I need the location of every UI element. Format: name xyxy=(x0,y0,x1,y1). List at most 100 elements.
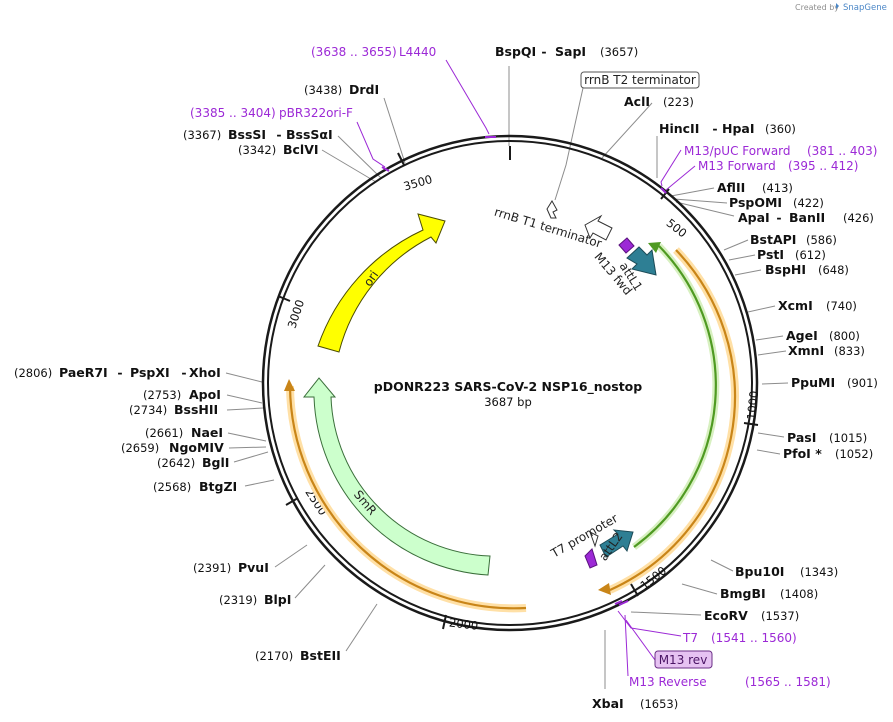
bsphi-leader xyxy=(734,269,762,276)
enzyme-aflii[interactable]: AflII (413) xyxy=(717,180,793,195)
m13-reverse-marker xyxy=(618,600,629,606)
svg-text:XmnI: XmnI xyxy=(788,343,824,358)
svg-text:AclI: AclI xyxy=(624,94,650,109)
enzyme-bclvi[interactable]: (3342) BclVI xyxy=(238,142,319,157)
svg-text:(360): (360) xyxy=(765,122,796,136)
enzyme-bpu10i[interactable]: Bpu10I (1343) xyxy=(735,564,838,579)
blpi-leader xyxy=(294,564,326,599)
svg-text:(740): (740) xyxy=(826,299,857,313)
bsteii-leader xyxy=(345,603,378,652)
svg-text:M13 Reverse: M13 Reverse xyxy=(629,675,707,689)
pfoi-leader xyxy=(756,449,781,455)
enzyme-xhoi[interactable]: (2806) PaeR7I - PspXI - XhoI xyxy=(14,365,221,380)
svg-text:NaeI: NaeI xyxy=(191,425,223,440)
enzyme-bsphi[interactable]: BspHI (648) xyxy=(765,262,849,277)
l4440-leader xyxy=(445,59,490,135)
enzyme-name: BspQI xyxy=(495,44,536,59)
svg-text:(3385 .. 3404): (3385 .. 3404) xyxy=(190,106,276,120)
svg-text:PspOMI: PspOMI xyxy=(729,195,782,210)
svg-text:BspHI: BspHI xyxy=(765,262,806,277)
svg-text:(2642): (2642) xyxy=(157,456,195,470)
svg-text:(1052): (1052) xyxy=(835,447,873,461)
primer-m13-forward[interactable]: M13 Forward (395 .. 412) xyxy=(698,159,858,173)
svg-text:-: - xyxy=(712,121,717,136)
enzyme-btgzi[interactable]: (2568) BtgZI xyxy=(153,479,237,494)
svg-text:-: - xyxy=(181,365,186,380)
rrnb-t2-label: rrnB T2 terminator xyxy=(584,73,696,87)
svg-text:BstEII: BstEII xyxy=(300,648,341,663)
enzyme-acli[interactable]: AclI (223) xyxy=(624,94,694,109)
backbone xyxy=(261,134,759,632)
svg-text:T7: T7 xyxy=(682,631,698,645)
enzyme-bspqi[interactable]: BspQI - SapI (3657) xyxy=(495,44,638,59)
enzyme-pvui[interactable]: (2391) PvuI xyxy=(193,560,269,575)
svg-text:(1408): (1408) xyxy=(780,587,818,601)
xmni-leader xyxy=(757,350,787,356)
created-by-text: Created by xyxy=(795,3,839,12)
svg-text:(413): (413) xyxy=(762,181,793,195)
svg-text:-: - xyxy=(276,127,281,142)
enzyme-naei[interactable]: (2661) NaeI xyxy=(145,425,223,440)
enzyme-apoi[interactable]: (2753) ApoI xyxy=(143,387,221,402)
svg-text:(1565 .. 1581): (1565 .. 1581) xyxy=(745,675,831,689)
enzyme-bgli[interactable]: (2642) BglI xyxy=(157,455,229,470)
enzyme-hincii[interactable]: HincII - HpaI (360) xyxy=(659,121,796,136)
enzyme-bsssi[interactable]: (3367) BssSI - BssSαI xyxy=(183,127,333,142)
pbr322ori-leader xyxy=(356,121,386,168)
green-arc xyxy=(631,242,720,550)
enzyme-ngomiv[interactable]: (2659) NgoMIV xyxy=(121,440,224,455)
svg-text:(2661): (2661) xyxy=(145,426,183,440)
svg-text:(381 .. 403): (381 .. 403) xyxy=(807,144,877,158)
enzyme-agei[interactable]: AgeI (800) xyxy=(786,328,860,343)
bgli-leader xyxy=(233,451,269,463)
primer-pbr322ori-f[interactable]: (3385 .. 3404) pBR322ori-F xyxy=(190,106,353,120)
tick-1000 xyxy=(743,422,759,426)
ori-feature: ori xyxy=(317,213,446,353)
enzyme-blpi[interactable]: (2319) BlpI xyxy=(219,592,291,607)
svg-text:(3342): (3342) xyxy=(238,143,276,157)
enzyme-ppumi[interactable]: PpuMI (901) xyxy=(791,375,878,390)
svg-text:(2753): (2753) xyxy=(143,388,181,402)
svg-text:(833): (833) xyxy=(834,344,865,358)
enzyme-pfoi[interactable]: PfoI * (1052) xyxy=(783,446,873,461)
enzyme-xbai[interactable]: XbaI (1653) xyxy=(592,696,678,711)
green-arc-head-icon xyxy=(648,242,661,253)
enzyme-pasi[interactable]: PasI (1015) xyxy=(787,430,867,445)
ngomiv-leader xyxy=(228,446,267,449)
svg-text:BssSI: BssSI xyxy=(228,127,266,142)
primer-m13-rev[interactable]: M13 rev xyxy=(654,650,713,669)
primer-m13-reverse[interactable]: M13 Reverse (1565 .. 1581) xyxy=(629,675,831,689)
enzyme-drdi[interactable]: (3438) DrdI xyxy=(304,82,379,97)
svg-text:PfoI *: PfoI * xyxy=(783,446,822,461)
enzyme-pspomi[interactable]: PspOMI (422) xyxy=(729,195,824,210)
svg-text:PaeR7I: PaeR7I xyxy=(59,365,108,380)
enzyme-leader-lines xyxy=(225,66,789,689)
svg-text:M13/pUC Forward: M13/pUC Forward xyxy=(684,144,791,158)
psti-leader xyxy=(728,254,756,261)
enzyme-bsteii[interactable]: (2170) BstEII xyxy=(255,648,341,663)
position-ticks xyxy=(277,146,759,630)
svg-text:(2391): (2391) xyxy=(193,561,231,575)
primer-t7[interactable]: T7 (1541 .. 1560) xyxy=(682,631,797,645)
rrnb-t2-leader xyxy=(554,87,584,201)
t7-marker xyxy=(614,600,623,605)
orange-arcs xyxy=(284,247,739,613)
enzyme-apai[interactable]: ApaI - BanII (426) xyxy=(738,210,874,225)
svg-text:(2659): (2659) xyxy=(121,441,159,455)
enzyme-xmni[interactable]: XmnI (833) xyxy=(788,343,865,358)
enzyme-xcmi[interactable]: XcmI (740) xyxy=(778,298,857,313)
ecorv-leader xyxy=(630,611,702,616)
primer-l4440[interactable]: (3638 .. 3655) L4440 xyxy=(311,45,436,59)
enzyme-bmgbi[interactable]: BmgBI (1408) xyxy=(720,586,818,601)
enzyme-bsshii[interactable]: (2734) BssHII xyxy=(129,402,218,417)
enzyme-bstapi[interactable]: BstAPI (586) xyxy=(750,232,837,247)
bsshii-leader xyxy=(226,407,264,411)
orange-arc-left xyxy=(288,385,527,610)
svg-text:PasI: PasI xyxy=(787,430,816,445)
primer-m13-puc-forward[interactable]: M13/pUC Forward (381 .. 403) xyxy=(684,144,877,158)
svg-text:(1537): (1537) xyxy=(761,609,799,623)
enzyme-ecorv[interactable]: EcoRV (1537) xyxy=(704,608,799,623)
pbr322ori-marker xyxy=(381,166,390,172)
enzyme-psti[interactable]: PstI (612) xyxy=(757,247,826,262)
